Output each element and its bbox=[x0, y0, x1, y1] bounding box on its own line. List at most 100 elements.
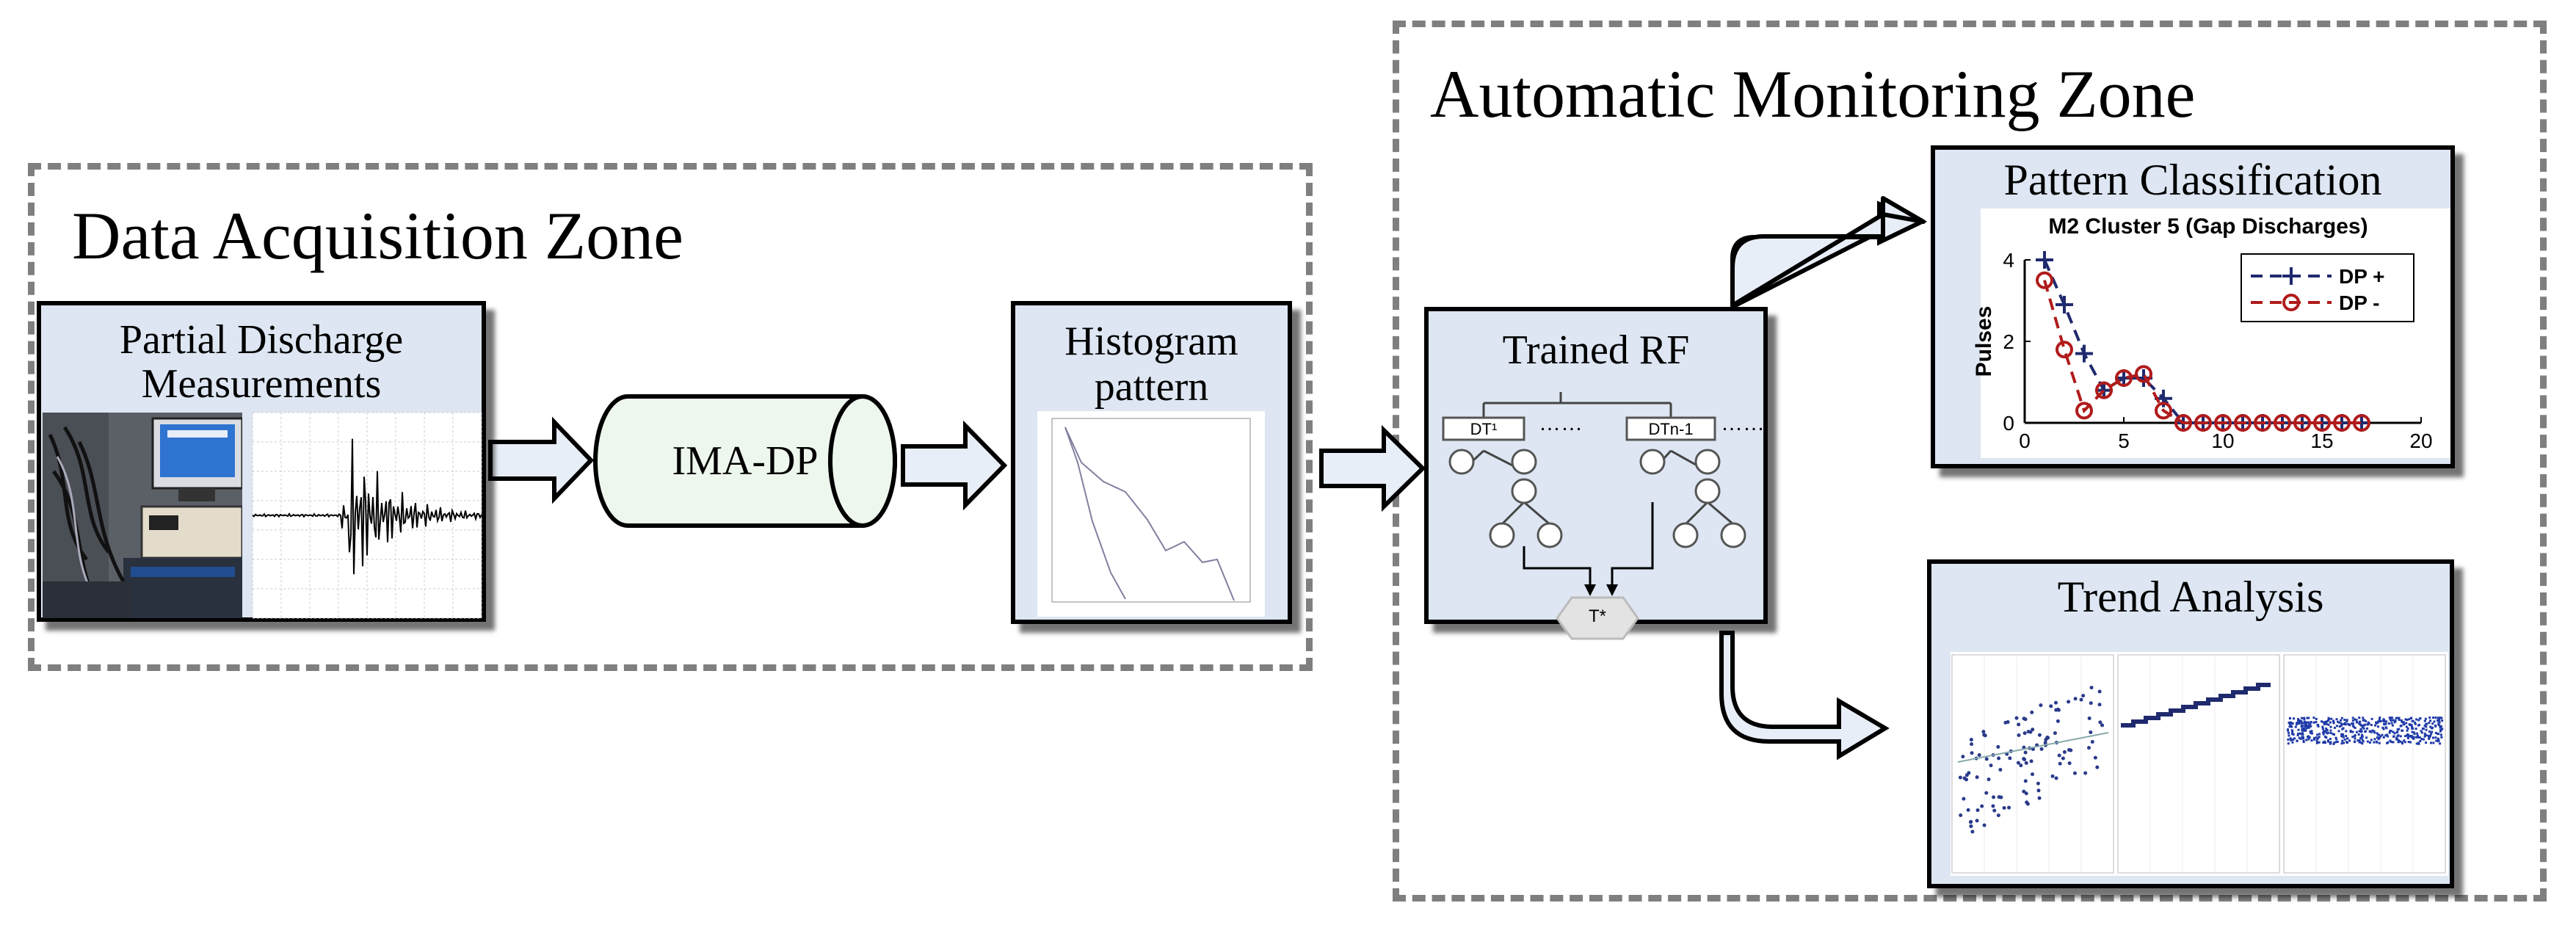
data-point-circle bbox=[2155, 402, 2172, 420]
trend-point bbox=[2022, 731, 2027, 736]
trend-band-point bbox=[2336, 740, 2339, 743]
trend-point bbox=[2056, 708, 2061, 712]
trend-band-point bbox=[2309, 730, 2312, 733]
trend-band-point bbox=[2287, 739, 2290, 741]
trend-point bbox=[2049, 704, 2053, 708]
trend-band-point bbox=[2425, 728, 2428, 731]
trend-band-point bbox=[2300, 733, 2303, 736]
trend-band-point bbox=[2358, 739, 2361, 742]
trend-band-point bbox=[2431, 722, 2434, 725]
trend-band-point bbox=[2357, 739, 2359, 742]
trend-band-point bbox=[2327, 731, 2330, 734]
trend-band-point bbox=[2322, 741, 2325, 744]
trend-band-point bbox=[2338, 725, 2341, 728]
trend-point bbox=[2022, 717, 2026, 721]
trend-band-point bbox=[2390, 717, 2393, 719]
trend-band-point bbox=[2370, 739, 2373, 741]
data-point-plus bbox=[2075, 344, 2093, 363]
trend-band-point bbox=[2410, 736, 2413, 739]
trend-band-point bbox=[2402, 722, 2405, 725]
trained-rf-title: Trained RF bbox=[1502, 327, 1690, 373]
trend-band-point bbox=[2414, 721, 2417, 724]
trend-band-point bbox=[2310, 739, 2313, 742]
trend-band-point bbox=[2318, 741, 2321, 744]
trend-point bbox=[1984, 791, 1989, 795]
trend-band-point bbox=[2301, 725, 2304, 728]
trend-band-point bbox=[2321, 725, 2324, 728]
trend-band-point bbox=[2423, 735, 2426, 738]
trend-band-point bbox=[2392, 730, 2395, 733]
trend-band-point bbox=[2373, 731, 2376, 734]
trend-band-point bbox=[2329, 721, 2332, 724]
trend-band-point bbox=[2416, 734, 2419, 737]
trend-band-point bbox=[2362, 719, 2365, 722]
trend-band-point bbox=[2415, 742, 2418, 745]
trend-point bbox=[2031, 728, 2035, 732]
trend-band-point bbox=[2340, 722, 2343, 725]
ima-dp-cylinder bbox=[593, 394, 897, 528]
trend-band-point bbox=[2437, 739, 2440, 741]
trend-band-point bbox=[2329, 729, 2332, 732]
trend-band-point bbox=[2354, 726, 2357, 729]
series-line-1 bbox=[2043, 280, 2362, 424]
trend-band-point bbox=[2307, 721, 2310, 724]
trend-band-point bbox=[2355, 719, 2358, 722]
trend-point bbox=[2050, 774, 2055, 778]
trend-band-point bbox=[2415, 736, 2418, 739]
trend-band-point bbox=[2342, 736, 2345, 739]
data-acquisition-zone-title: Data Acquisition Zone bbox=[72, 198, 683, 273]
trend-band-point bbox=[2424, 733, 2427, 736]
trend-band-point bbox=[2307, 738, 2310, 741]
pattern-classification-box: Pattern Classification M2 Cluster 5 (Gap… bbox=[1931, 145, 2455, 468]
trend-band-point bbox=[2299, 732, 2301, 735]
trend-band-point bbox=[2302, 739, 2305, 742]
trend-band-point bbox=[2382, 728, 2385, 730]
trend-band-point bbox=[2403, 723, 2406, 726]
trend-band-point bbox=[2351, 730, 2354, 733]
trend-point bbox=[1992, 808, 1997, 813]
trend-point bbox=[2023, 750, 2028, 755]
trend-band-point bbox=[2388, 717, 2391, 719]
trend-point bbox=[2056, 719, 2060, 723]
trend-band-point bbox=[2329, 725, 2332, 728]
data-point-circle bbox=[2174, 414, 2192, 432]
trend-band-point bbox=[2376, 733, 2379, 736]
trend-band-point bbox=[2414, 722, 2417, 725]
trend-band-point bbox=[2344, 723, 2347, 726]
trend-band-point bbox=[2431, 726, 2434, 729]
trend-band-point bbox=[2434, 717, 2437, 719]
trend-band-point bbox=[2353, 735, 2356, 738]
trend-band-point bbox=[2323, 730, 2326, 733]
trend-band-point bbox=[2404, 718, 2407, 721]
trained-rf-box: Trained RF DT¹ DTn-1 …… …… T* bbox=[1424, 307, 1768, 640]
trend-band-point bbox=[2335, 741, 2338, 744]
trend-point bbox=[2039, 703, 2043, 708]
trend-band-point bbox=[2368, 730, 2371, 733]
trend-point bbox=[2061, 756, 2065, 761]
trend-band-point bbox=[2439, 725, 2442, 728]
data-point-circle bbox=[2194, 414, 2212, 432]
trend-band-point bbox=[2364, 730, 2367, 733]
arrow-ima-to-histogram-icon bbox=[901, 420, 1008, 511]
trend-point bbox=[1998, 768, 2003, 772]
trend-point bbox=[1975, 819, 1979, 823]
trend-band-point bbox=[2418, 736, 2421, 739]
trend-band-point bbox=[2417, 719, 2420, 722]
trend-band-point bbox=[2312, 717, 2315, 719]
trend-band-point bbox=[2310, 731, 2312, 734]
trend-band-point bbox=[2304, 729, 2307, 732]
trend-band-point bbox=[2425, 725, 2428, 728]
rf-output-label: T* bbox=[1589, 606, 1606, 626]
trend-band-point bbox=[2358, 722, 2361, 725]
trend-band-point bbox=[2406, 729, 2409, 732]
trend-point bbox=[1997, 756, 2001, 761]
trend-band-point bbox=[2437, 733, 2440, 736]
data-acquisition-zone bbox=[28, 163, 1313, 671]
trend-band-point bbox=[2315, 721, 2318, 724]
trend-band-point bbox=[2390, 741, 2392, 744]
trend-band-point bbox=[2341, 728, 2344, 730]
legend-label: DP - bbox=[2339, 291, 2380, 314]
trend-point bbox=[2100, 723, 2105, 728]
trend-band-point bbox=[2378, 736, 2381, 739]
trend-band-point bbox=[2423, 725, 2426, 728]
